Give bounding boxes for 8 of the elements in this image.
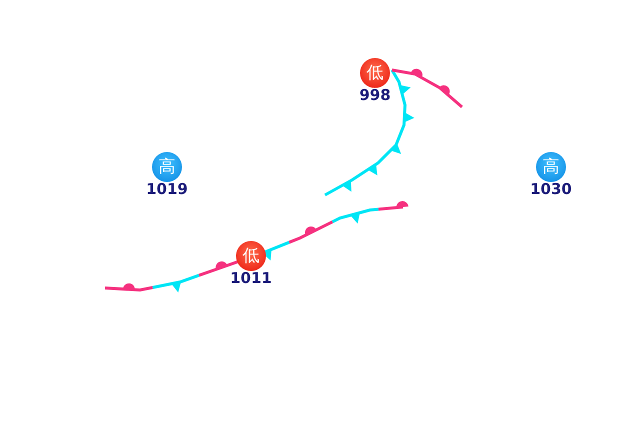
high-pressure-marker: 高 [152, 152, 182, 182]
high-pressure-marker: 高 [536, 152, 566, 182]
pressure-value: 1030 [530, 181, 572, 197]
pressure-value: 1011 [230, 270, 272, 286]
pressure-value: 998 [359, 87, 391, 103]
low-pressure-marker: 低 [360, 58, 390, 88]
pressure-value: 1019 [146, 181, 188, 197]
low-pressure-marker: 低 [236, 241, 266, 271]
